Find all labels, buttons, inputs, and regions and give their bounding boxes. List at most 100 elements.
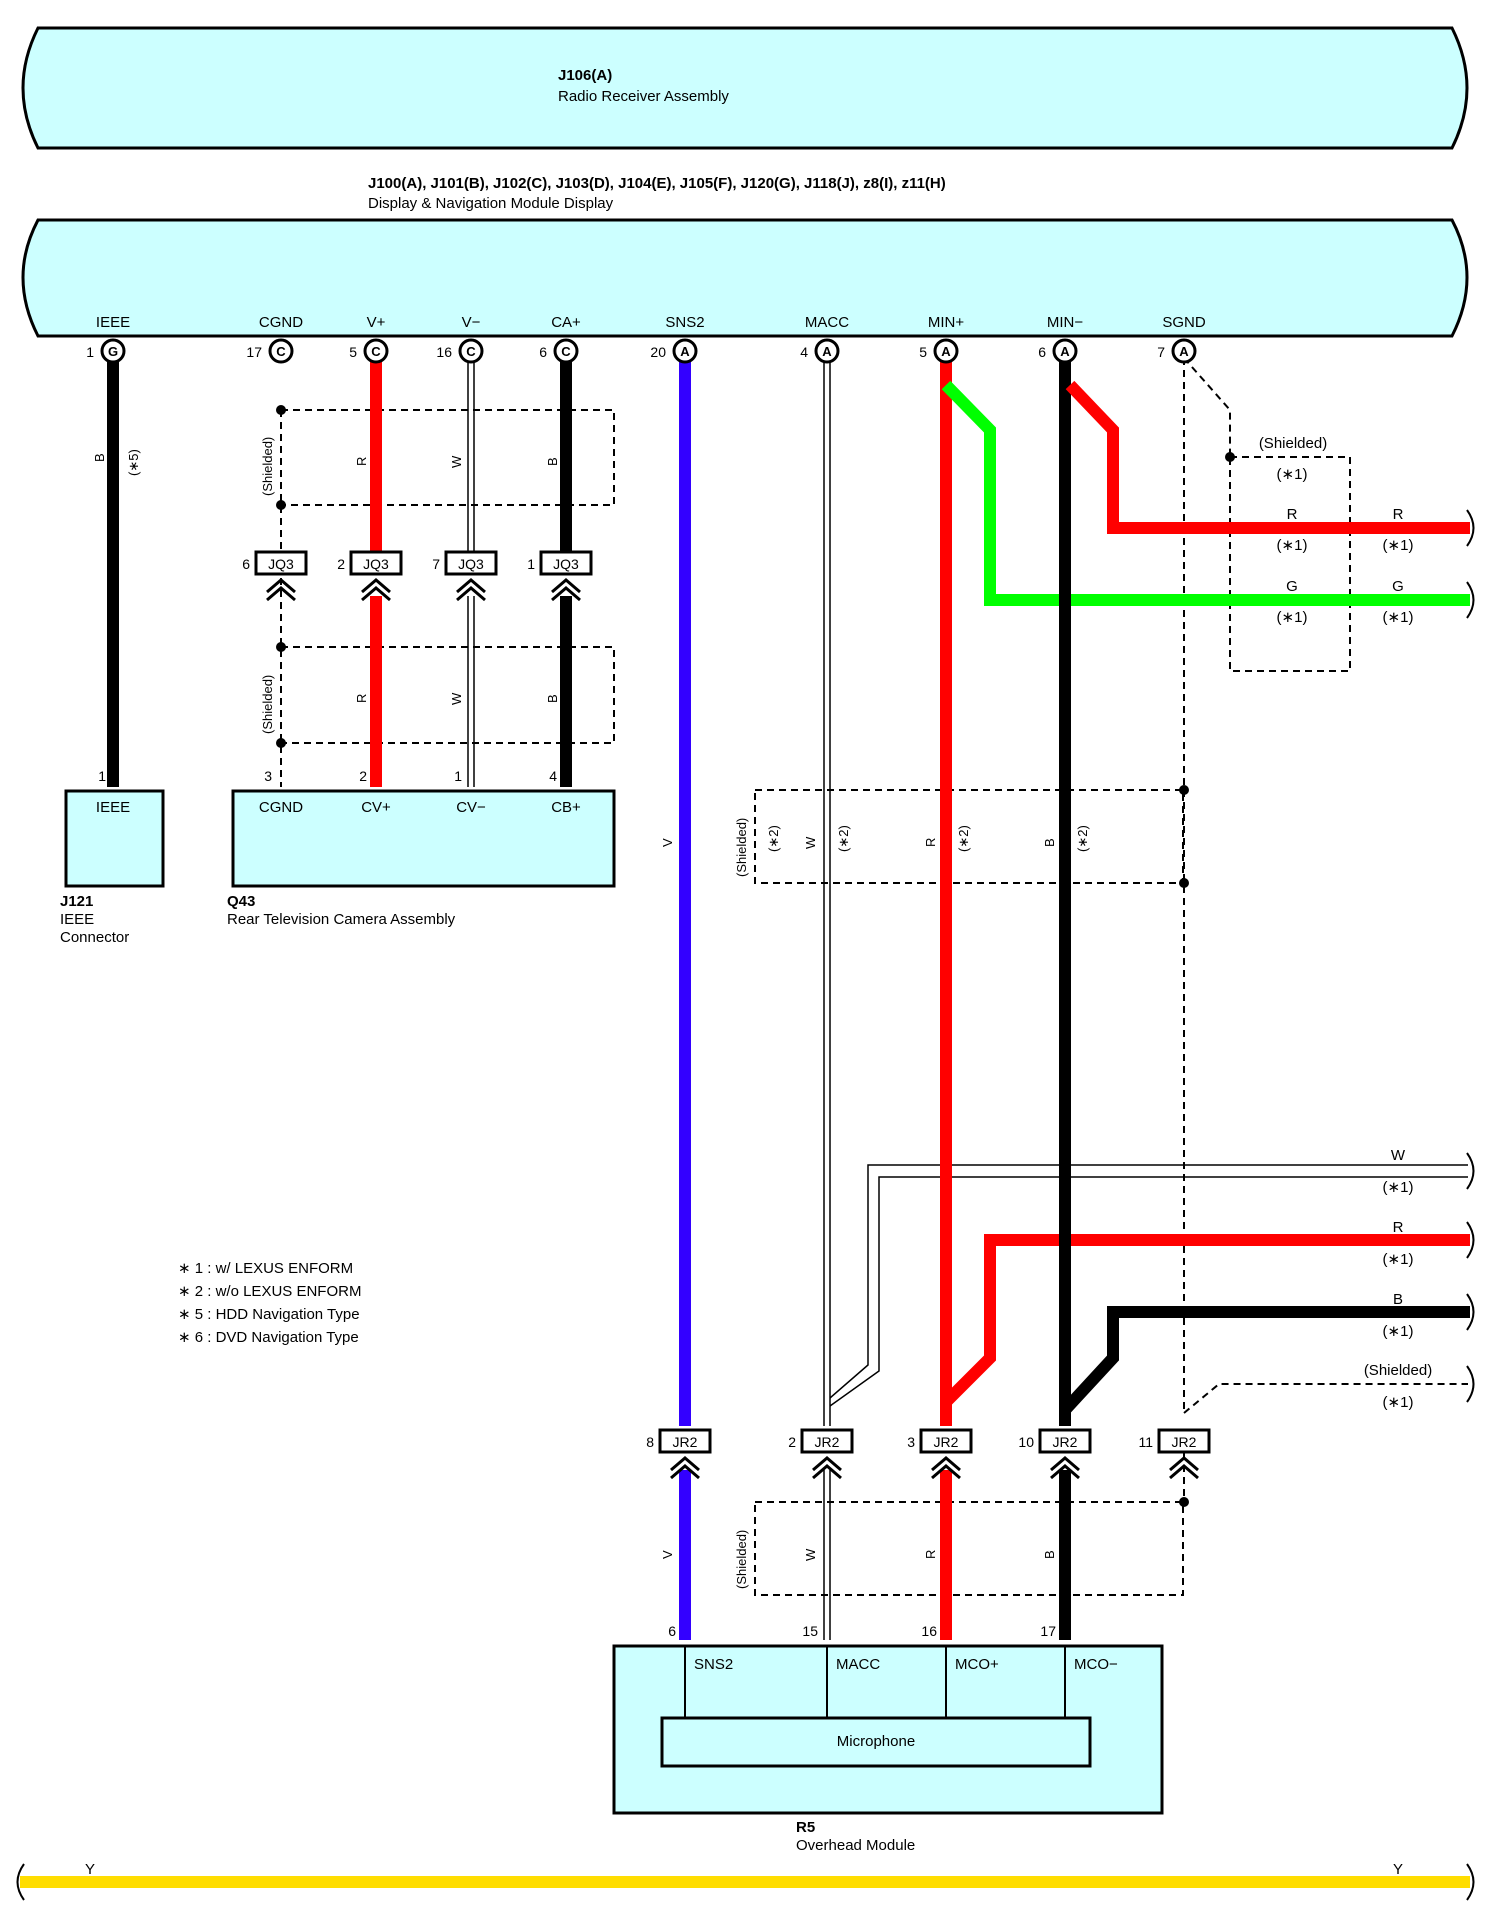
- q43-terminal-cgnd: CGND: [259, 799, 303, 816]
- note-1-b: (∗1): [1383, 1323, 1414, 1340]
- wire-r-right-a: R: [1287, 506, 1298, 523]
- wire-w-mid: W: [803, 836, 818, 849]
- jr2-label-3: JR2: [934, 1434, 959, 1450]
- wire-b-jr2: B: [1042, 1550, 1057, 1559]
- terminal-sns2: SNS2: [665, 314, 704, 331]
- jq3-pin-1: 6: [242, 556, 250, 572]
- junction-dots: [276, 405, 1235, 1507]
- radio-code: J106(A): [558, 67, 612, 84]
- wire-w-top: W: [449, 455, 464, 468]
- wire-b-top: B: [545, 457, 560, 466]
- note-2-r: (∗2): [956, 825, 971, 852]
- pin-v-plus: 5: [349, 344, 357, 360]
- display-name: Display & Navigation Module Display: [368, 195, 614, 212]
- display-connectors: G 1 C 17 C 5 C 16 C 6 A 20 A 4 A 5 A 6 A…: [86, 338, 1197, 364]
- wire-r-right-b: R: [1393, 506, 1404, 523]
- wire-y-right: Y: [1393, 1861, 1403, 1878]
- jr2-pin-2: 2: [788, 1434, 796, 1450]
- note-1-g-a: (∗1): [1277, 609, 1308, 626]
- j121-terminal: IEEE: [96, 799, 130, 816]
- jr2-pin-4: 10: [1018, 1434, 1034, 1450]
- note-1-w: (∗1): [1383, 1179, 1414, 1196]
- wire-b-mid: B: [1042, 838, 1057, 847]
- wire-r-bottom: R: [354, 694, 369, 703]
- wire-b-ieee: B: [92, 453, 107, 462]
- pin-sns2: 20: [650, 344, 666, 360]
- jq3-pin-3: 7: [432, 556, 440, 572]
- wire-v-bottom: V: [660, 1550, 675, 1559]
- right-branch-labels: (Shielded) (∗1) R R (∗1) (∗1) G G (∗1) (…: [1259, 435, 1432, 1411]
- r5-terminal-mco-plus: MCO+: [955, 1656, 999, 1673]
- display-module: [21, 218, 1469, 338]
- q43-terminal-cv-plus: CV+: [361, 799, 391, 816]
- r5-pin-mco-minus: 17: [1040, 1623, 1056, 1639]
- j121-ieee-connector: IEEE 1 J121 IEEE Connector: [60, 768, 165, 946]
- conn-c3: C: [466, 344, 476, 359]
- note-2: ∗ 2 : w/o LEXUS ENFORM: [178, 1283, 361, 1300]
- r5-pin-mco-plus: 16: [921, 1623, 937, 1639]
- right-break-marks: [16, 509, 1475, 1901]
- note-1-shield-top: (∗1): [1277, 466, 1308, 483]
- pin-ieee: 1: [86, 344, 94, 360]
- note-1: ∗ 1 : w/ LEXUS ENFORM: [178, 1260, 353, 1277]
- footnotes: ∗ 1 : w/ LEXUS ENFORM ∗ 2 : w/o LEXUS EN…: [178, 1260, 361, 1346]
- note-2-w: (∗2): [836, 825, 851, 852]
- shielded-jq3-bottom: (Shielded): [260, 675, 275, 734]
- shielded-right-top: (Shielded): [1259, 435, 1327, 452]
- jr2-pin-3: 3: [907, 1434, 915, 1450]
- q43-name: Rear Television Camera Assembly: [227, 911, 456, 928]
- wire-y-left: Y: [85, 1861, 95, 1878]
- display-terminals: IEEE CGND V+ V− CA+ SNS2 MACC MIN+ MIN− …: [96, 314, 1206, 331]
- terminal-macc: MACC: [805, 314, 849, 331]
- j121-code: J121: [60, 893, 93, 910]
- jr2-label-5: JR2: [1172, 1434, 1197, 1450]
- wire-v-top: V: [660, 838, 675, 847]
- note-1-r-b: (∗1): [1383, 537, 1414, 554]
- wire-color-letters: B (∗5) (Shielded) R W B (Shielded) R W B…: [92, 437, 1090, 1589]
- jr2-pin-5: 11: [1138, 1434, 1153, 1450]
- r5-pin-sns2: 6: [668, 1623, 676, 1639]
- shielded-right-bottom: (Shielded): [1364, 1362, 1432, 1379]
- wire-w-bottom: W: [449, 692, 464, 705]
- note-1-g-b: (∗1): [1383, 609, 1414, 626]
- shielded-mid: (Shielded): [734, 818, 749, 877]
- wires: [20, 358, 1470, 1888]
- wire-g-right-a: G: [1286, 578, 1298, 595]
- jr2-label-4: JR2: [1053, 1434, 1078, 1450]
- r5-terminal-mco-minus: MCO−: [1074, 1656, 1118, 1673]
- wire-r-jr2: R: [923, 1550, 938, 1559]
- note-2-b: (∗2): [1075, 825, 1090, 852]
- terminal-min-plus: MIN+: [928, 314, 964, 331]
- j121-name-2: Connector: [60, 929, 129, 946]
- wire-b-bottom: B: [545, 694, 560, 703]
- wire-w-right: W: [1391, 1147, 1406, 1164]
- wire-r-right-low: R: [1393, 1219, 1404, 1236]
- note-2-shield: (∗2): [766, 825, 781, 852]
- shielded-jq3-top: (Shielded): [260, 437, 275, 496]
- terminal-cgnd: CGND: [259, 314, 303, 331]
- q43-pin-cb-plus: 4: [549, 768, 557, 784]
- pin-ca-plus: 6: [539, 344, 547, 360]
- terminal-v-minus: V−: [462, 314, 481, 331]
- jq3-pin-4: 1: [527, 556, 535, 572]
- jr2-pin-1: 8: [646, 1434, 654, 1450]
- terminal-sgnd: SGND: [1162, 314, 1206, 331]
- pin-macc: 4: [800, 344, 808, 360]
- note-1-r-low: (∗1): [1383, 1251, 1414, 1268]
- pin-min-plus: 5: [919, 344, 927, 360]
- jq3-label-3: JQ3: [458, 556, 484, 572]
- conn-g: G: [108, 344, 118, 359]
- pin-v-minus: 16: [436, 344, 452, 360]
- r5-overhead-module: SNS2 MACC MCO+ MCO− 6 15 16 17 Microphon…: [612, 1623, 1164, 1854]
- conn-c4: C: [561, 344, 571, 359]
- conn-c2: C: [371, 344, 381, 359]
- wire-g-right-b: G: [1392, 578, 1404, 595]
- jr2-label-2: JR2: [815, 1434, 840, 1450]
- pin-min-minus: 6: [1038, 344, 1046, 360]
- r5-terminal-sns2: SNS2: [694, 1656, 733, 1673]
- r5-microphone: Microphone: [837, 1733, 915, 1750]
- r5-terminal-macc: MACC: [836, 1656, 880, 1673]
- radio-name: Radio Receiver Assembly: [558, 88, 729, 105]
- jq3-label-1: JQ3: [268, 556, 294, 572]
